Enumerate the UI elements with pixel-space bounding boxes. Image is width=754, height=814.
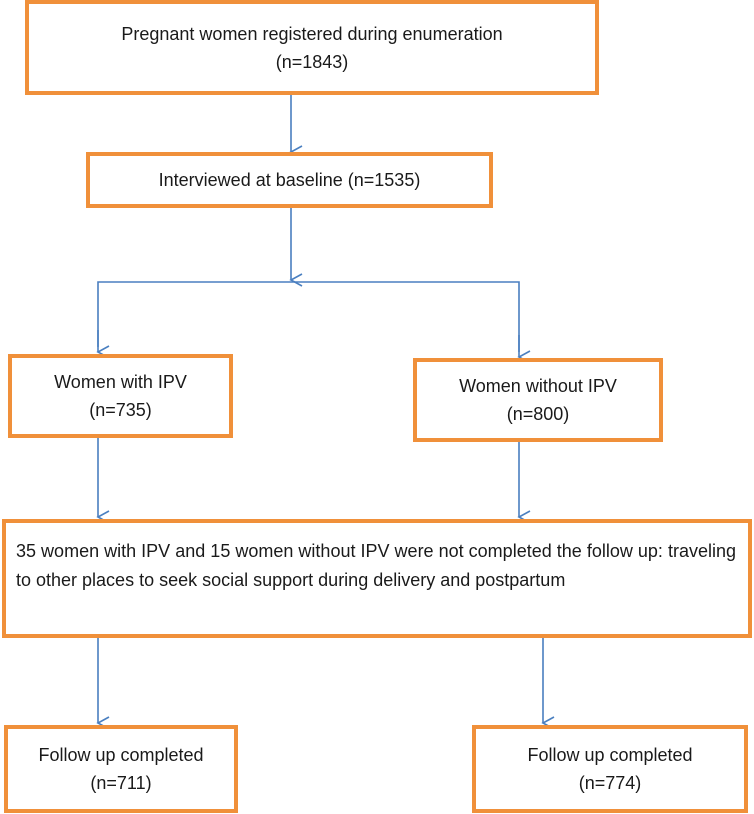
followup-ipv-box: Follow up completed (n=711) <box>4 725 238 813</box>
followup-no-ipv-count: (n=774) <box>578 773 642 793</box>
with-ipv-box: Women with IPV (n=735) <box>8 354 233 438</box>
loss-to-followup-text: 35 women with IPV and 15 women without I… <box>16 541 736 590</box>
with-ipv-title: Women with IPV <box>54 372 187 392</box>
registered-title: Pregnant women registered during enumera… <box>121 23 503 44</box>
baseline-box: Interviewed at baseline (n=1535) <box>86 152 493 208</box>
loss-to-followup-box: 35 women with IPV and 15 women without I… <box>2 519 752 638</box>
followup-no-ipv-box: Follow up completed (n=774) <box>472 725 748 813</box>
baseline-title: Interviewed at baseline (n=1535) <box>158 170 421 190</box>
split-connector <box>97 281 520 352</box>
without-ipv-box: Women without IPV (n=800) <box>413 358 663 442</box>
with-ipv-count: (n=735) <box>89 400 152 420</box>
without-ipv-title: Women without IPV <box>459 376 617 396</box>
followup-ipv-count: (n=711) <box>90 773 152 793</box>
without-ipv-count: (n=800) <box>506 404 570 424</box>
registered-count: (n=1843) <box>275 51 349 72</box>
followup-no-ipv-title: Follow up completed <box>527 745 693 765</box>
registered-box: Pregnant women registered during enumera… <box>25 0 599 95</box>
followup-ipv-title: Follow up completed <box>38 745 204 765</box>
